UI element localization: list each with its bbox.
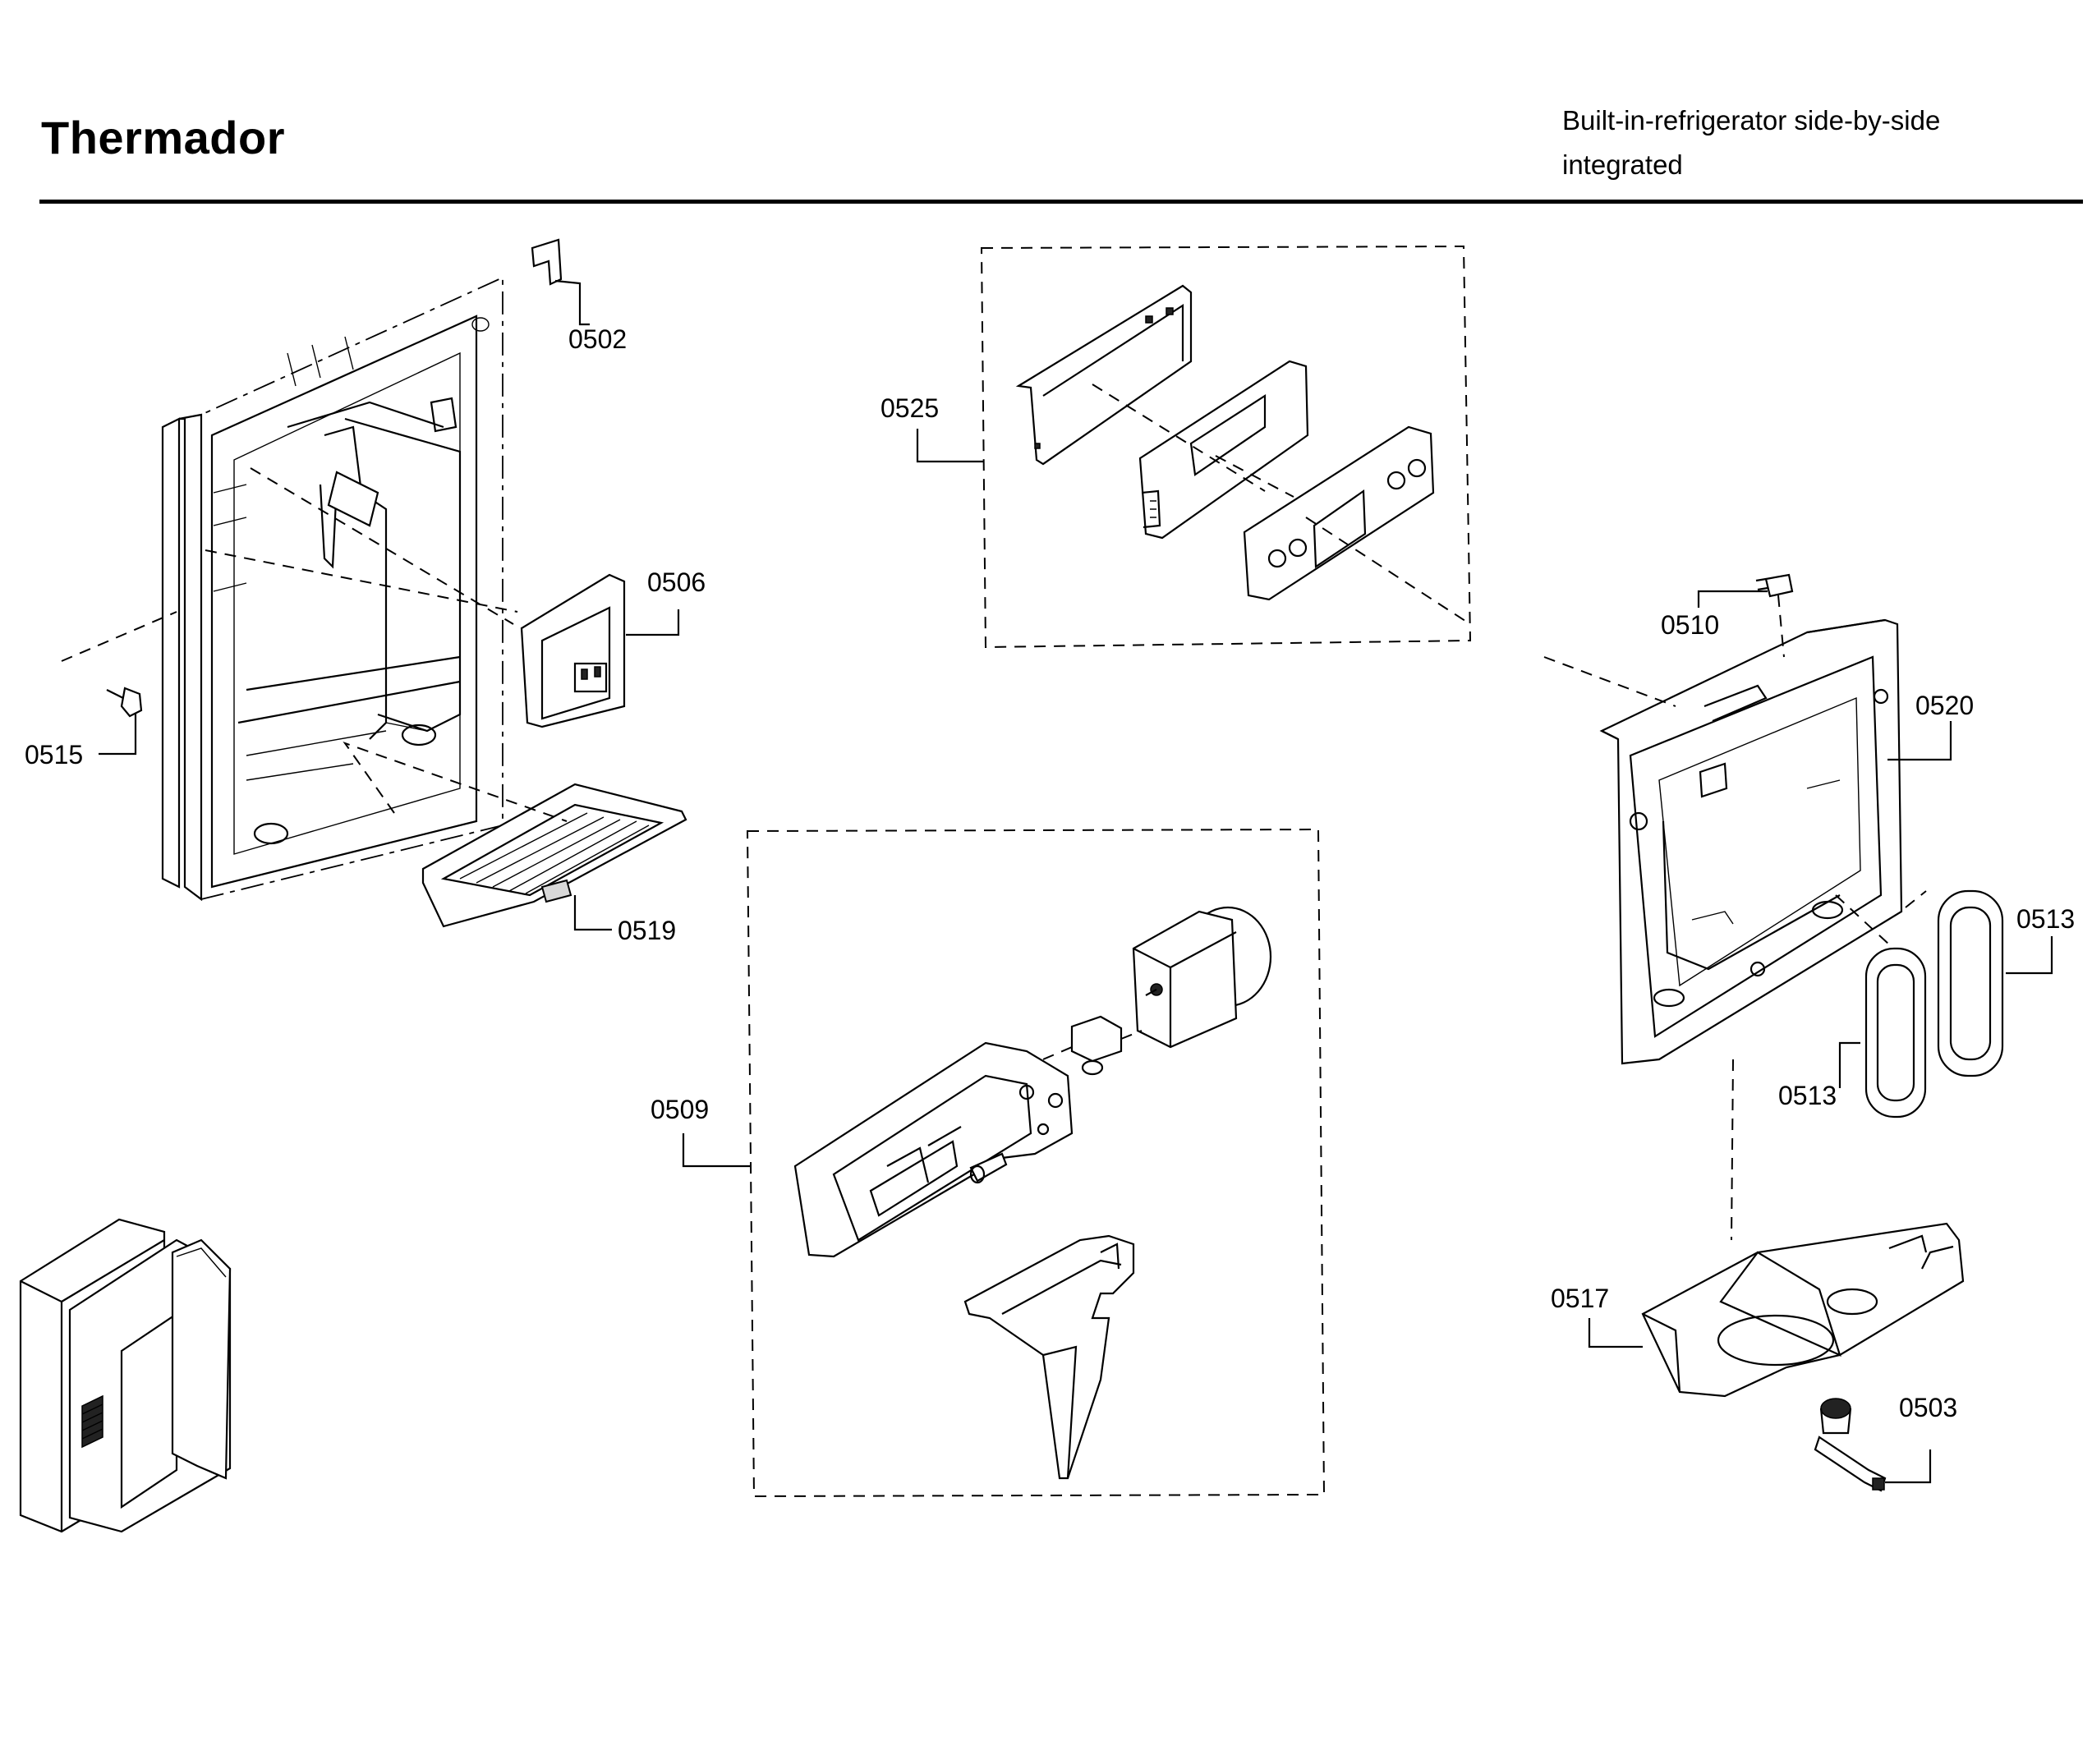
part-0515-screw bbox=[99, 687, 143, 756]
subtitle-line-1: Built-in-refrigerator side-by-side bbox=[1562, 105, 1941, 136]
part-0519-drip-tray bbox=[421, 783, 687, 931]
part-0513-paddle-front bbox=[1838, 947, 1927, 1119]
part-label-0510: 0510 bbox=[1661, 610, 1719, 640]
part-label-0503: 0503 bbox=[1899, 1393, 1957, 1422]
part-0525-control-panel-assembly bbox=[916, 245, 1472, 649]
part-label-0517: 0517 bbox=[1551, 1284, 1609, 1313]
refrigerator-thumbnail bbox=[19, 1218, 232, 1533]
part-label-0502: 0502 bbox=[568, 324, 627, 354]
part-label-0506: 0506 bbox=[647, 567, 706, 597]
assembly-guide-lines-paddles bbox=[1835, 890, 1927, 945]
part-0513-paddle-rear bbox=[1937, 889, 2053, 1077]
part-0520-dispenser-housing bbox=[1543, 618, 1952, 1065]
part-label-0515: 0515 bbox=[25, 740, 83, 769]
dispenser-housing-frame bbox=[161, 276, 503, 902]
header-rule bbox=[39, 200, 2083, 204]
part-label-0525: 0525 bbox=[880, 393, 939, 423]
part-label-0509: 0509 bbox=[651, 1095, 709, 1124]
part-label-0520: 0520 bbox=[1915, 691, 1974, 720]
part-label-0513-rear: 0513 bbox=[2016, 904, 2075, 934]
part-0510-connector bbox=[1697, 573, 1794, 658]
part-0517-ice-chute bbox=[1588, 1059, 1965, 1398]
subtitle-line-2: integrated bbox=[1562, 149, 1683, 180]
part-label-0519: 0519 bbox=[618, 916, 676, 945]
assembly-guide-lines-left bbox=[61, 467, 568, 822]
part-0502-bracket bbox=[531, 238, 590, 326]
part-0506-cover bbox=[520, 573, 680, 728]
part-0503-outlet-fitting bbox=[1814, 1398, 1932, 1492]
part-0509-dispenser-mechanism bbox=[682, 828, 1326, 1498]
brand-title: Thermador bbox=[41, 112, 285, 163]
part-label-0513-front: 0513 bbox=[1778, 1081, 1837, 1110]
diagram-subtitle: Built-in-refrigerator side-by-side integ… bbox=[1562, 99, 1940, 187]
